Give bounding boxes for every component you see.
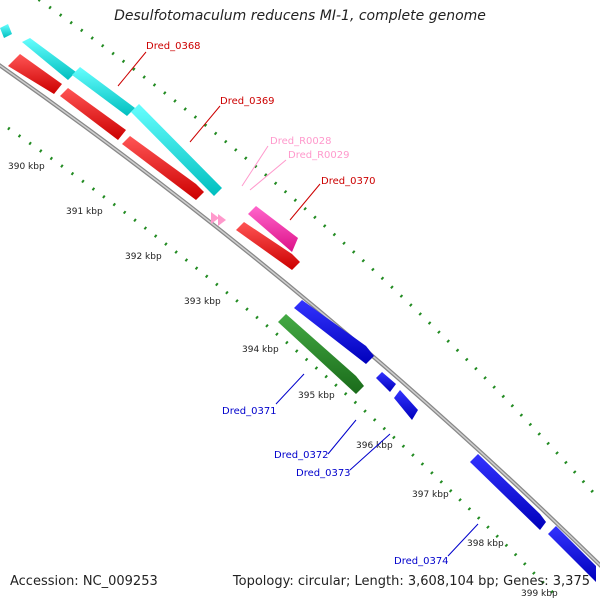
red-feature-track bbox=[8, 54, 300, 270]
gene-label-dred-r0029: Dred_R0029 bbox=[288, 150, 350, 161]
red-cds-segment bbox=[236, 222, 300, 270]
cyan-cds-segment bbox=[131, 104, 222, 196]
rna-marker bbox=[218, 214, 226, 226]
tick-label: 396 kbp bbox=[356, 441, 393, 451]
gene-label-dred-0373: Dred_0373 bbox=[296, 468, 351, 479]
rna-marker bbox=[211, 212, 219, 224]
gene-label-dred-0374: Dred_0374 bbox=[394, 556, 449, 567]
pink-cds-segment bbox=[248, 206, 298, 252]
tick-label: 391 kbp bbox=[66, 207, 103, 217]
gene-label-dred-r0028: Dred_R0028 bbox=[270, 136, 332, 147]
tick-labels: 390 kbp 391 kbp 392 kbp 393 kbp 394 kbp … bbox=[8, 162, 558, 599]
topology-label: Topology: circular; Length: 3,608,104 bp… bbox=[232, 574, 590, 589]
blue-cds-segment bbox=[394, 390, 418, 420]
tick-label: 398 kbp bbox=[467, 539, 504, 549]
gene-label-dred-0369: Dred_0369 bbox=[220, 96, 275, 107]
leader-line bbox=[189, 105, 221, 143]
leader-line bbox=[275, 373, 305, 405]
blue-cds-segment bbox=[470, 454, 546, 530]
tick-label: 392 kbp bbox=[125, 252, 162, 262]
gene-label-dred-0371: Dred_0371 bbox=[222, 406, 277, 417]
gene-label-dred-0368: Dred_0368 bbox=[146, 41, 201, 52]
leader-line bbox=[249, 159, 287, 191]
blue-cds-segment bbox=[376, 372, 396, 392]
blue-cds-segment bbox=[548, 526, 596, 582]
tick-label: 397 kbp bbox=[412, 490, 449, 500]
leader-line bbox=[289, 183, 321, 221]
tick-label: 394 kbp bbox=[242, 345, 279, 355]
blue-cds-segment bbox=[294, 300, 374, 364]
cyan-cds-segment bbox=[72, 67, 135, 116]
leader-line bbox=[117, 51, 147, 87]
gene-label-dred-0370: Dred_0370 bbox=[321, 176, 376, 187]
map-title: Desulfotomaculum reducens MI-1, complete… bbox=[114, 8, 486, 24]
tick-label: 393 kbp bbox=[184, 297, 221, 307]
cyan-cds-segment bbox=[22, 38, 76, 80]
leader-line bbox=[349, 433, 391, 471]
gene-label-dred-0372: Dred_0372 bbox=[274, 450, 329, 461]
leader-line bbox=[241, 145, 269, 187]
pink-feature-track bbox=[211, 206, 298, 252]
leader-line bbox=[447, 523, 479, 557]
tick-label: 399 kbp bbox=[521, 589, 558, 599]
tick-label: 395 kbp bbox=[298, 391, 335, 401]
red-cds-segment bbox=[60, 88, 126, 140]
green-cds-segment bbox=[278, 314, 364, 394]
outer-dotted-line bbox=[36, 0, 600, 502]
accession-label: Accession: NC_009253 bbox=[10, 574, 158, 589]
tick-label: 390 kbp bbox=[8, 162, 45, 172]
gene-labels: Dred_0368 Dred_0369 Dred_R0028 Dred_R002… bbox=[117, 41, 479, 567]
cyan-cds-fragment bbox=[0, 24, 12, 38]
blue-feature-track bbox=[294, 300, 596, 582]
cyan-feature-track bbox=[0, 24, 222, 196]
red-cds-segment bbox=[122, 136, 204, 200]
inner-dotted-line bbox=[7, 126, 562, 600]
red-cds-segment bbox=[8, 54, 62, 94]
leader-line bbox=[327, 419, 357, 455]
